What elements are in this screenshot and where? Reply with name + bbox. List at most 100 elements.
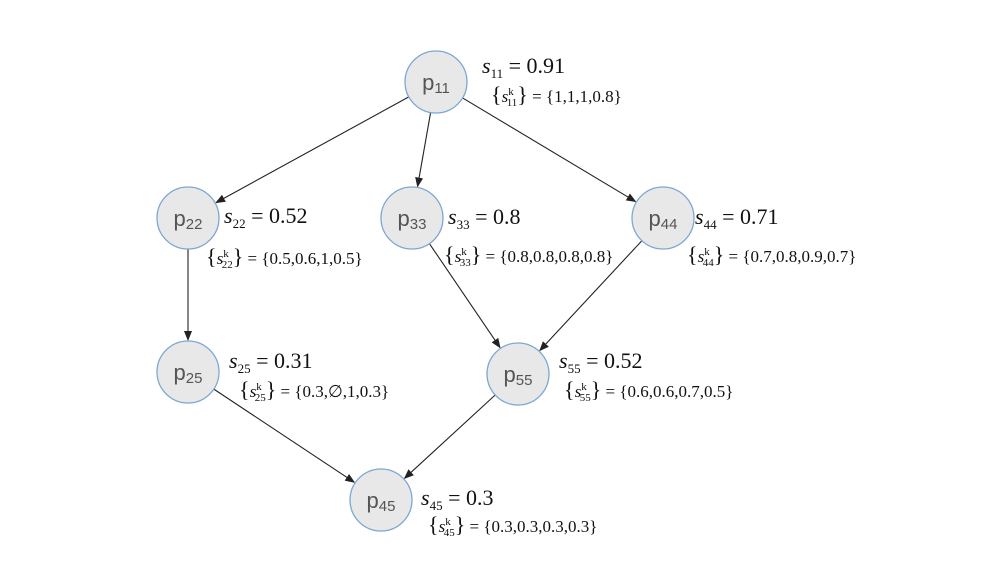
set-open-brace: { <box>428 512 439 537</box>
node-p45[interactable]: p45 <box>349 468 413 532</box>
node-circle <box>404 50 468 114</box>
score-value: = 0.8 <box>470 204 521 229</box>
score-symbol: s <box>421 485 430 510</box>
set-values: = {1,1,1,0.8} <box>528 87 622 106</box>
set-values: = {0.6,0.6,0.7,0.5} <box>601 382 733 401</box>
score-label-11: s11 = 0.91 <box>482 53 565 81</box>
set-open-brace: { <box>564 377 575 402</box>
node-p11[interactable]: p11 <box>404 50 468 114</box>
set-close-brace: } <box>455 512 466 537</box>
score-symbol: s <box>482 53 491 78</box>
set-close-brace: } <box>471 242 482 267</box>
set-symbol: s <box>217 249 224 268</box>
set-symbol: s <box>455 247 462 266</box>
set-symbol: s <box>250 382 257 401</box>
set-subscript: 45 <box>444 527 456 539</box>
set-close-brace: } <box>517 82 528 107</box>
node-p25[interactable]: p25 <box>156 340 220 404</box>
score-label-45: s45 = 0.3 <box>421 485 493 513</box>
node-p33[interactable]: p33 <box>380 186 444 250</box>
score-subscript: 25 <box>238 361 251 376</box>
set-values: = {0.3,∅,1,0.3} <box>276 382 389 401</box>
score-label-25: s25 = 0.31 <box>229 348 312 376</box>
node-subscript: 33 <box>410 216 427 233</box>
set-subscript: 33 <box>460 257 472 269</box>
set-values: = {0.8,0.8,0.8,0.8} <box>481 247 613 266</box>
node-subscript: 22 <box>186 216 203 233</box>
node-letter: p <box>422 70 434 95</box>
node-label: p55 <box>504 362 533 389</box>
score-value: = 0.31 <box>251 348 313 373</box>
set-superscript: k <box>223 248 229 260</box>
node-letter: p <box>649 206 661 231</box>
node-letter: p <box>174 360 186 385</box>
node-letter: p <box>174 206 186 231</box>
score-subscript: 44 <box>704 217 718 232</box>
node-p44[interactable]: p44 <box>631 186 695 250</box>
edge-p25-to-p45 <box>213 388 356 483</box>
set-superscript: k <box>581 381 587 393</box>
score-subscript: 11 <box>491 66 504 81</box>
set-superscript: k <box>445 516 451 528</box>
score-symbol: s <box>224 203 233 228</box>
node-label: p25 <box>174 360 203 387</box>
set-superscript: k <box>256 381 262 393</box>
set-values: = {0.3,0.3,0.3,0.3} <box>465 517 597 536</box>
edges <box>184 96 643 483</box>
node-label: p33 <box>398 206 427 233</box>
set-open-brace: { <box>687 242 698 267</box>
score-label-44: s44 = 0.71 <box>695 204 778 232</box>
set-close-brace: } <box>233 244 244 269</box>
node-circle <box>349 468 413 532</box>
set-values: = {0.7,0.8,0.9,0.7} <box>724 247 856 266</box>
set-subscript: 25 <box>255 392 267 404</box>
score-subscript: 55 <box>568 361 581 376</box>
node-letter: p <box>398 206 410 231</box>
node-circle <box>156 186 220 250</box>
node-subscript: 44 <box>661 216 678 233</box>
set-subscript: 11 <box>507 97 518 109</box>
score-value: = 0.91 <box>503 53 565 78</box>
edge-p11-to-p33 <box>415 112 432 188</box>
node-p55[interactable]: p55 <box>486 342 550 406</box>
set-symbol: s <box>575 382 582 401</box>
node-circle <box>380 186 444 250</box>
edge-p11-to-p22 <box>215 96 410 204</box>
set-superscript: k <box>508 86 514 98</box>
set-subscript: 22 <box>222 259 233 271</box>
node-letter: p <box>367 488 379 513</box>
node-subscript: 11 <box>434 80 450 97</box>
set-open-brace: { <box>491 82 502 107</box>
score-value: = 0.71 <box>717 204 779 229</box>
set-subscript: 44 <box>703 257 715 269</box>
set-open-brace: { <box>206 244 217 269</box>
edge-p11-to-p44 <box>462 97 637 203</box>
set-subscript: 55 <box>580 392 592 404</box>
score-subscript: 33 <box>457 217 470 232</box>
score-subscript: 22 <box>233 216 246 231</box>
node-circle <box>631 186 695 250</box>
score-value: = 0.52 <box>246 203 308 228</box>
node-label: p44 <box>649 206 678 233</box>
set-symbol: s <box>698 247 705 266</box>
set-open-brace: { <box>239 377 250 402</box>
set-values: = {0.5,0.6,1,0.5} <box>243 249 362 268</box>
node-subscript: 55 <box>516 372 533 389</box>
score-label-55: s55 = 0.52 <box>559 348 642 376</box>
score-symbol: s <box>559 348 568 373</box>
node-p22[interactable]: p22 <box>156 186 220 250</box>
set-close-brace: } <box>714 242 725 267</box>
node-label: p45 <box>367 488 396 515</box>
node-label: p22 <box>174 206 203 233</box>
node-circle <box>156 340 220 404</box>
score-symbol: s <box>695 204 704 229</box>
